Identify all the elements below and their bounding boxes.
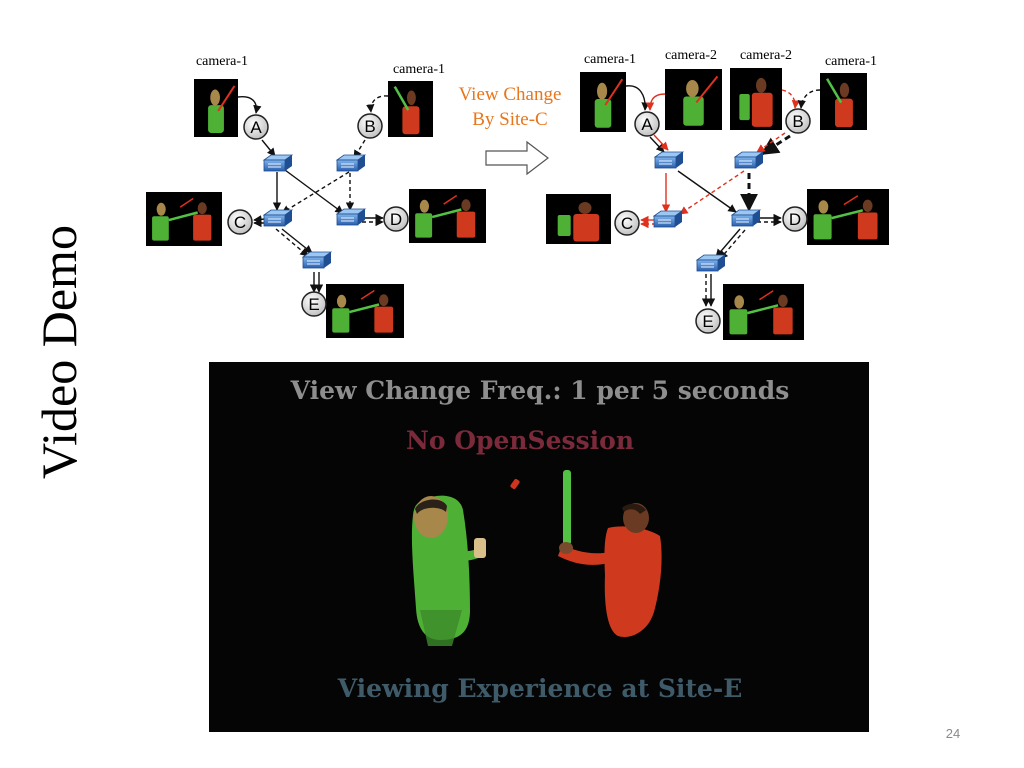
site-thumbnail-d: [807, 189, 889, 245]
camera-thumbnail-a2: [665, 69, 722, 130]
edge-cam-a: [625, 85, 650, 111]
switch-5: [695, 254, 727, 272]
camera-label-a: camera-1: [584, 52, 636, 67]
node-c: C: [227, 209, 253, 235]
switch-2: [335, 154, 367, 172]
site-thumbnail-c: [546, 194, 611, 244]
node-b: B: [785, 108, 811, 134]
camera-label-a: camera-1: [196, 54, 248, 69]
switch-5: [301, 251, 333, 269]
node-e: E: [695, 308, 721, 334]
edge-cam-a: [237, 95, 262, 114]
view-change-annotation: View Change By Site-C: [459, 84, 562, 130]
node-a: A: [634, 111, 660, 137]
edge-s4-s5-2: [719, 229, 746, 260]
camera-label-b2: camera-2: [740, 48, 792, 63]
camera-label-b: camera-1: [825, 54, 877, 69]
camera-label-b: camera-1: [393, 62, 445, 77]
node-a: A: [243, 114, 269, 140]
video-caption: Viewing Experience at Site-E: [337, 674, 743, 703]
node-c-label: C: [621, 214, 633, 233]
site-thumbnail-d: [409, 189, 486, 243]
node-c-label: C: [234, 213, 246, 232]
edge-s3-s5: [281, 228, 313, 254]
edge-s3-c: [253, 215, 266, 224]
node-c: C: [614, 210, 640, 236]
network-diagram-after: camera-1 camera-2 camera-2 camera-1A B C D E: [546, 48, 889, 340]
green-person: [411, 495, 486, 646]
edge-s1-s4: [284, 169, 344, 214]
slide-title: Video Demo: [31, 225, 87, 479]
node-d-label: D: [390, 210, 402, 229]
edge-s1-s4: [677, 170, 737, 213]
node-e-label: E: [702, 312, 713, 331]
annotation-line-2: By Site-C: [472, 109, 547, 130]
annotation-line-1: View Change: [459, 84, 562, 105]
node-b-label: B: [792, 112, 803, 131]
node-b: B: [357, 113, 383, 139]
site-thumbnail-c: [146, 192, 222, 246]
node-e-label: E: [308, 295, 319, 314]
edge-s3-s5-2: [275, 228, 309, 257]
camera-label-a2: camera-2: [665, 48, 717, 63]
switch-4: [335, 208, 367, 226]
switch-1: [262, 154, 294, 172]
site-thumbnail-e: [723, 284, 804, 340]
node-d: D: [782, 206, 808, 232]
node-a-label: A: [641, 115, 653, 134]
camera-thumbnail-b: [388, 81, 433, 137]
video-frame[interactable]: [209, 362, 869, 732]
edge-a-s1: [261, 139, 276, 157]
edge-b-s2-red: [756, 132, 786, 153]
switch-3: [262, 209, 294, 227]
light-saber: [563, 470, 571, 545]
edge-a-s1-red: [653, 134, 669, 151]
video-player[interactable]: View Change Freq.: 1 per 5 seconds No Op…: [209, 362, 869, 732]
edge-cam-b: [797, 89, 821, 109]
page-number: 24: [946, 726, 960, 741]
node-e: E: [301, 291, 327, 317]
edge-a-s1: [649, 136, 665, 153]
switch-1: [653, 151, 685, 169]
switch-4: [730, 209, 762, 227]
edge-s2-s3-red: [679, 170, 745, 215]
edge-cam-b2: [781, 89, 801, 109]
edge-s2-s3: [281, 171, 350, 214]
node-b-label: B: [364, 117, 375, 136]
red-person: [510, 470, 662, 637]
switch-3: [652, 210, 684, 228]
node-d-label: D: [789, 210, 801, 229]
edge-cam-a2: [645, 93, 666, 111]
camera-thumbnail-a: [194, 79, 238, 137]
camera-thumbnail-a: [580, 72, 626, 132]
edge-s4-s5: [715, 228, 741, 258]
edge-cam-b: [366, 95, 389, 113]
node-d: D: [383, 206, 409, 232]
camera-thumbnail-b: [820, 73, 867, 130]
switch-2: [733, 151, 765, 169]
site-thumbnail-e: [326, 284, 404, 338]
network-diagram-before: camera-1 camera-1A B C D E: [146, 54, 486, 338]
edge-b-s2: [760, 134, 791, 156]
transition-arrow-icon: [485, 140, 549, 176]
camera-thumbnail-b2: [730, 68, 782, 130]
video-subtitle: No OpenSession: [406, 426, 634, 455]
node-a-label: A: [250, 118, 262, 137]
video-title: View Change Freq.: 1 per 5 seconds: [290, 376, 790, 405]
